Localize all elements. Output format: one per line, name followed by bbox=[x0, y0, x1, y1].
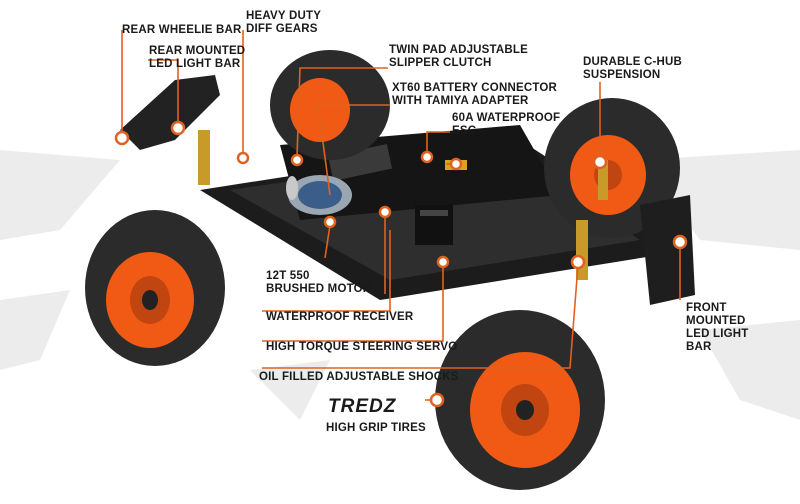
rear-left-wheel bbox=[85, 210, 225, 366]
callout-dots bbox=[114, 120, 688, 408]
label-tires: HIGH GRIP TIRES bbox=[326, 422, 426, 434]
wheelie-bar bbox=[120, 75, 220, 150]
label-shocks: OIL FILLED ADJUSTABLE SHOCKS bbox=[259, 371, 459, 383]
label-slipper-clutch: TWIN PAD ADJUSTABLE SLIPPER CLUTCH bbox=[389, 44, 529, 69]
label-receiver: WATERPROOF RECEIVER bbox=[266, 311, 414, 323]
label-c-hub: DURABLE C-HUB SUSPENSION bbox=[583, 56, 683, 81]
label-servo: HIGH TORQUE STEERING SERVO bbox=[266, 341, 458, 353]
label-front-led: FRONT MOUNTED LED LIGHT BAR bbox=[686, 302, 749, 353]
label-motor: 12T 550 BRUSHED MOTOR bbox=[266, 270, 372, 295]
callout-leaders bbox=[121, 30, 681, 401]
motor bbox=[286, 175, 352, 215]
shocks bbox=[198, 130, 608, 280]
background-shards bbox=[0, 150, 800, 420]
label-rear-wheelie-bar: REAR WHEELIE BAR bbox=[122, 24, 242, 36]
front-left-wheel bbox=[435, 310, 605, 490]
front-light-bar bbox=[640, 195, 695, 305]
label-heavy-duty-diff: HEAVY DUTY DIFF GEARS bbox=[246, 10, 322, 35]
label-esc: 60A WATERPROOF ESC bbox=[452, 112, 561, 137]
label-rear-led: REAR MOUNTED LED LIGHT BAR bbox=[149, 45, 246, 70]
label-battery-connector: XT60 BATTERY CONNECTOR WITH TAMIYA ADAPT… bbox=[392, 82, 557, 107]
tredz-logo: TREDZ bbox=[328, 396, 397, 417]
